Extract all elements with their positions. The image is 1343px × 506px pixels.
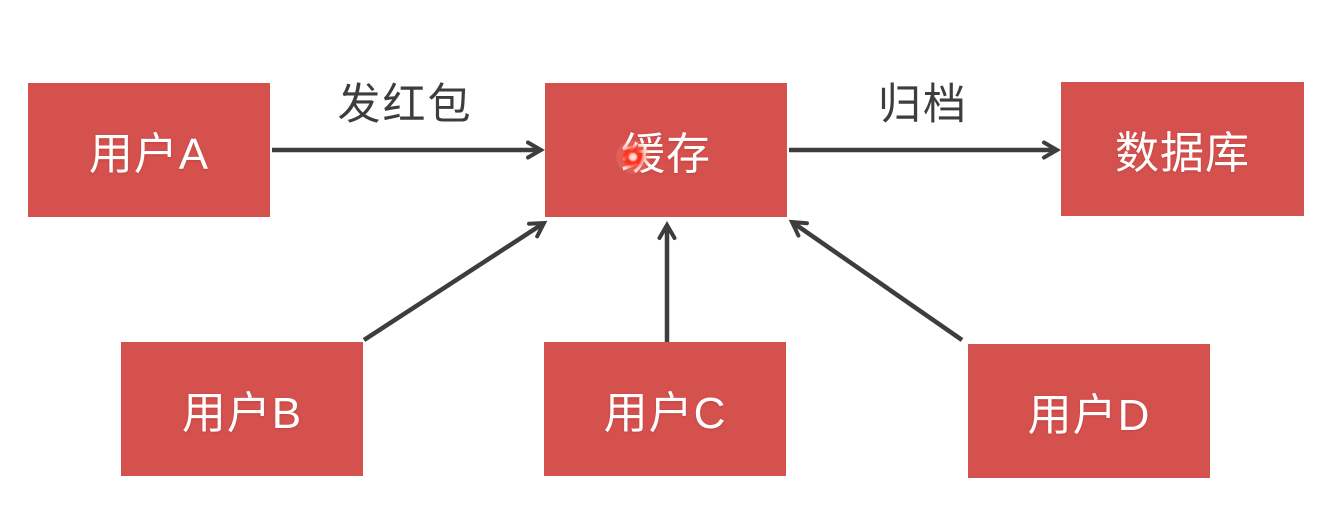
node-user-a: 用户A (28, 83, 270, 217)
node-user-d: 用户D (968, 344, 1210, 478)
node-user-a-label: 用户A (88, 130, 210, 179)
node-user-c: 用户C (544, 342, 786, 476)
node-user-b-label: 用户B (181, 389, 303, 438)
edge-label-archive: 归档 (878, 81, 968, 129)
node-user-b: 用户B (121, 342, 363, 476)
node-cache-label: 缓存 (621, 130, 711, 179)
node-user-d-label: 用户D (1027, 391, 1151, 440)
node-cache: 缓存 (545, 83, 787, 217)
node-user-c-label: 用户C (603, 389, 727, 438)
edge-label-send-red-packet: 发红包 (337, 81, 473, 129)
node-database: 数据库 (1061, 82, 1304, 216)
edge-userD-to-cache (788, 219, 964, 342)
edge-userB-to-cache (362, 220, 548, 342)
node-database-label: 数据库 (1115, 129, 1250, 178)
